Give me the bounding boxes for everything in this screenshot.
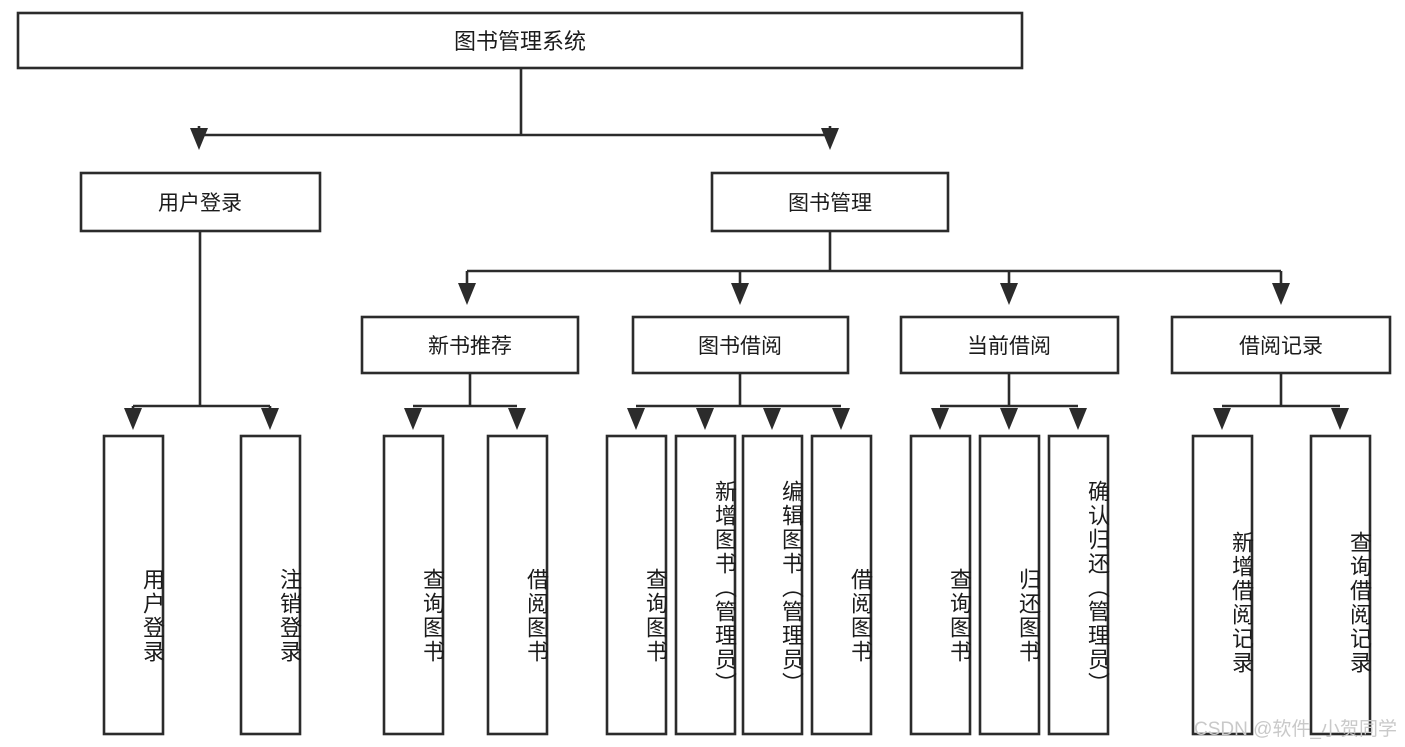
- arrowhead-leaf-10: [1000, 408, 1018, 430]
- node-user-login-label: 用户登录: [158, 192, 242, 215]
- leaf-box-2[interactable]: [239, 434, 302, 736]
- node-new-book-recommend-label: 新书推荐: [428, 335, 512, 358]
- node-borrow-record[interactable]: 借阅记录: [1170, 315, 1392, 375]
- arrowhead-leaf-5: [627, 408, 645, 430]
- arrowhead-leaf-11: [1069, 408, 1087, 430]
- arrowhead-leaf-1: [124, 408, 142, 430]
- leaf-box-8[interactable]: [810, 434, 873, 736]
- leaf-box-5[interactable]: [605, 434, 668, 736]
- leaf-box-10[interactable]: [978, 434, 1041, 736]
- arrowhead-leaf-6: [696, 408, 714, 430]
- arrowhead-leaf-3: [404, 408, 422, 430]
- leaf-box-7[interactable]: [741, 434, 804, 736]
- node-root-label: 图书管理系统: [454, 29, 586, 54]
- leaf-box-1[interactable]: [102, 434, 165, 736]
- arrowhead-to-new-book-rec: [458, 283, 476, 305]
- node-current-borrow[interactable]: 当前借阅: [899, 315, 1120, 375]
- leaf-box-13[interactable]: [1309, 434, 1372, 736]
- node-borrow-record-label: 借阅记录: [1239, 335, 1323, 358]
- arrowhead-leaf-4: [508, 408, 526, 430]
- arrowhead-leaf-2: [261, 408, 279, 430]
- arrowhead-leaf-13: [1331, 408, 1349, 430]
- node-root[interactable]: 图书管理系统: [16, 11, 1024, 70]
- arrowhead-to-book-management: [821, 128, 839, 150]
- node-new-book-recommend[interactable]: 新书推荐: [360, 315, 580, 375]
- arrowhead-to-user-login: [190, 128, 208, 150]
- leaf-box-12[interactable]: [1191, 434, 1254, 736]
- leaf-box-9[interactable]: [909, 434, 972, 736]
- leaf-box-11[interactable]: [1047, 434, 1110, 736]
- watermark-text: CSDN @软件_小贺同学: [1194, 719, 1397, 740]
- node-book-borrow-label: 图书借阅: [698, 335, 782, 358]
- arrowhead-leaf-9: [931, 408, 949, 430]
- arrowhead-to-current-borrow: [1000, 283, 1018, 305]
- arrowhead-to-borrow-record: [1272, 283, 1290, 305]
- node-user-login[interactable]: 用户登录: [79, 171, 322, 233]
- arrowhead-leaf-12: [1213, 408, 1231, 430]
- leaf-box-3[interactable]: [382, 434, 445, 736]
- arrowhead-to-book-borrow: [731, 283, 749, 305]
- node-book-management-label: 图书管理: [788, 192, 872, 215]
- leaf-box-6[interactable]: [674, 434, 737, 736]
- node-book-borrow[interactable]: 图书借阅: [631, 315, 850, 375]
- node-book-management[interactable]: 图书管理: [710, 171, 950, 233]
- leaf-box-4[interactable]: [486, 434, 549, 736]
- node-current-borrow-label: 当前借阅: [967, 335, 1051, 358]
- arrowhead-leaf-7: [763, 408, 781, 430]
- arrowhead-leaf-8: [832, 408, 850, 430]
